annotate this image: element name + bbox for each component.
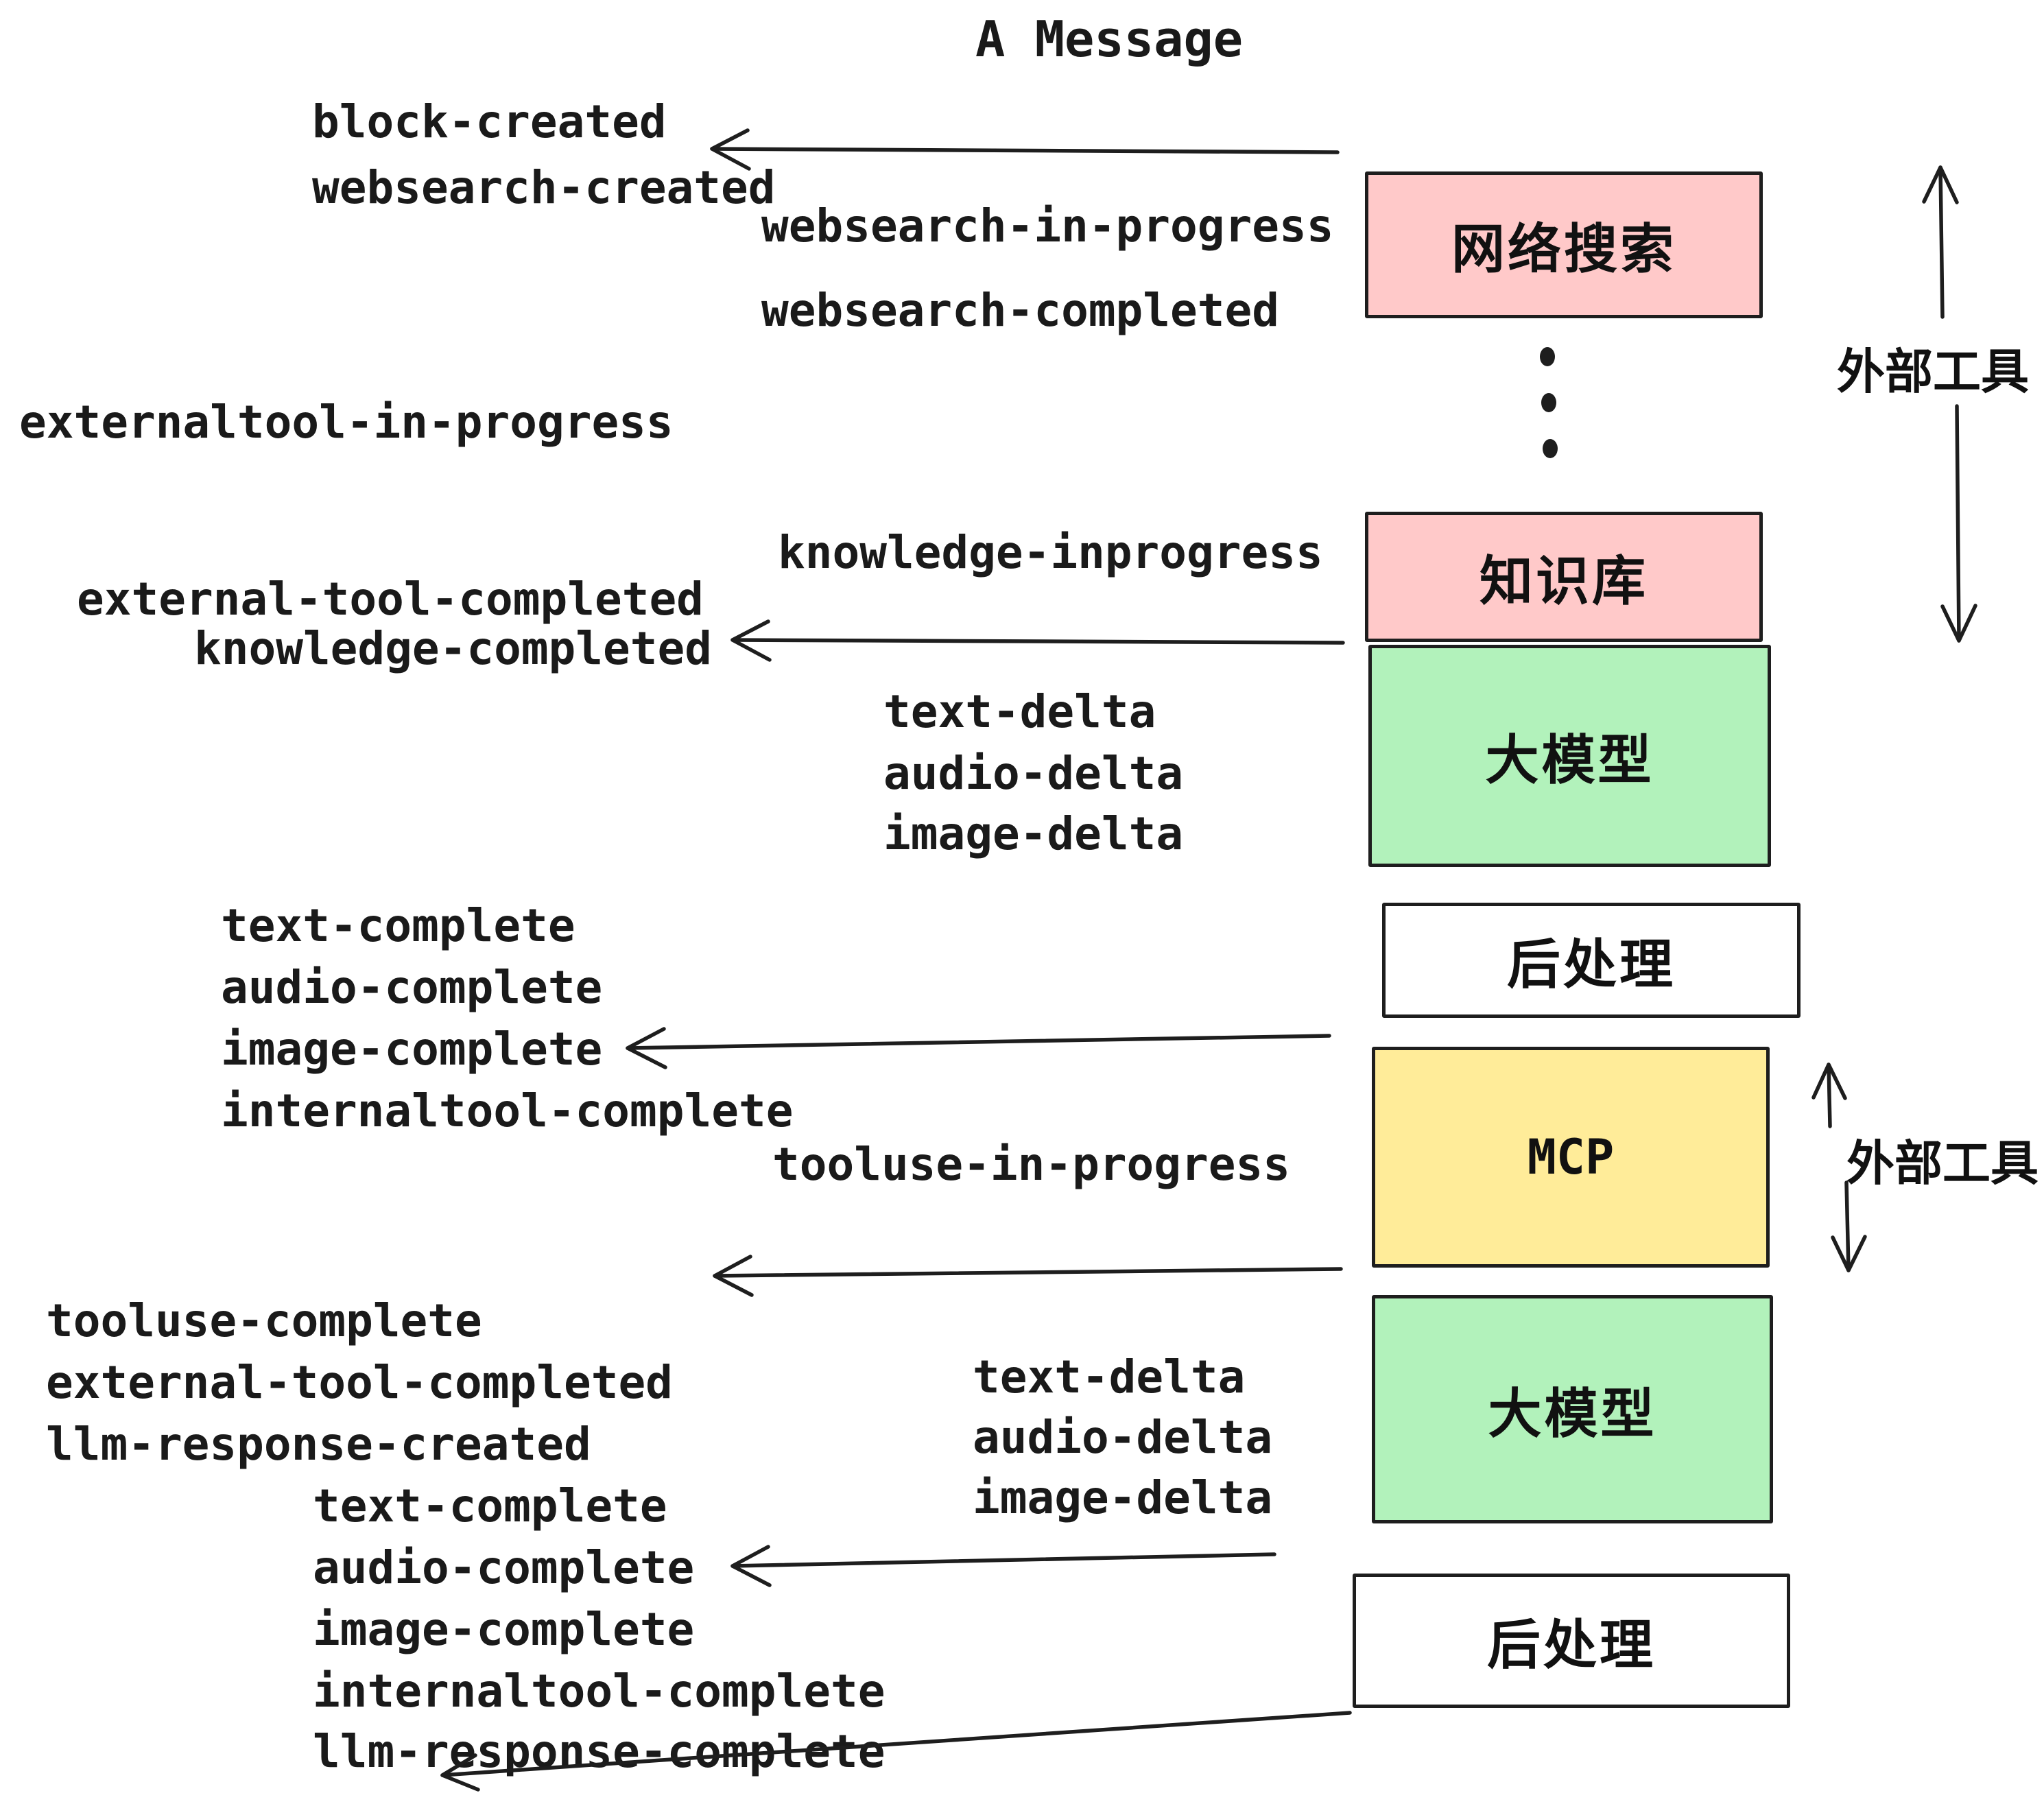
ellipsis-dots	[1540, 347, 1558, 458]
box-mcp: MCP	[1372, 1047, 1770, 1268]
event-knowledge-completed: knowledge-completed	[194, 622, 712, 675]
arrow-knowledge-completed	[730, 619, 1345, 662]
box-postprocess-2: 后处理	[1353, 1574, 1790, 1708]
event-image-complete-2: image-complete	[313, 1603, 695, 1656]
box-websearch: 网络搜索	[1365, 171, 1763, 318]
event-image-delta-2: image-delta	[973, 1471, 1273, 1524]
diagram-title: A Message	[975, 10, 1244, 68]
arrow-audio-complete	[730, 1545, 1276, 1587]
box-knowledge: 知识库	[1365, 512, 1763, 642]
event-websearch-in-progress: websearch-in-progress	[761, 200, 1334, 252]
event-internaltool-complete-1: internaltool-complete	[221, 1084, 794, 1137]
event-knowledge-inprogress: knowledge-inprogress	[778, 526, 1323, 579]
event-external-tool-completed: external-tool-completed	[77, 573, 704, 626]
box-knowledge-label: 知识库	[1479, 551, 1648, 611]
event-internaltool-complete-2: internaltool-complete	[313, 1665, 886, 1718]
arrow-image-complete	[626, 1027, 1331, 1069]
arrow-websearch-created	[710, 128, 1340, 171]
box-llm-1: 大模型	[1368, 645, 1771, 867]
event-image-delta-1: image-delta	[883, 807, 1184, 860]
event-text-complete-2: text-complete	[313, 1480, 667, 1532]
event-tooluse-complete: tooluse-complete	[46, 1294, 482, 1347]
event-llm-response-created: llm-response-created	[46, 1418, 591, 1471]
external-tools-label-1: 外部工具	[1837, 345, 2029, 399]
event-externaltool-in-progress: externaltool-in-progress	[19, 396, 674, 449]
event-audio-complete-2: audio-complete	[313, 1541, 695, 1594]
arrow-external-tools-1-up	[1922, 165, 1959, 319]
arrow-external-tools-2-up	[1811, 1063, 1847, 1128]
arrow-external-tools-2-down	[1831, 1180, 1867, 1272]
box-websearch-label: 网络搜索	[1451, 219, 1676, 279]
event-audio-delta-1: audio-delta	[883, 747, 1184, 800]
event-block-created: block-created	[312, 95, 667, 148]
event-audio-complete-1: audio-complete	[221, 961, 603, 1014]
event-websearch-created: websearch-created	[312, 161, 776, 214]
event-tooluse-in-progress: tooluse-in-progress	[772, 1138, 1290, 1191]
arrow-external-tools-1-down	[1940, 404, 1977, 643]
event-audio-delta-2: audio-delta	[973, 1411, 1273, 1464]
box-postprocess-1-label: 后处理	[1506, 934, 1676, 995]
event-text-delta-1: text-delta	[883, 685, 1156, 738]
arrow-tooluse-complete	[713, 1255, 1343, 1297]
box-llm-1-label: 大模型	[1485, 730, 1654, 790]
box-mcp-label: MCP	[1527, 1129, 1615, 1185]
event-external-tool-completed-2: external-tool-completed	[46, 1356, 673, 1409]
event-llm-response-complete: llm-response-complete	[313, 1725, 886, 1778]
box-llm-2: 大模型	[1372, 1295, 1773, 1523]
box-llm-2-label: 大模型	[1488, 1383, 1657, 1444]
event-text-complete-1: text-complete	[221, 899, 575, 952]
event-websearch-completed: websearch-completed	[761, 284, 1279, 337]
external-tools-label-2: 外部工具	[1846, 1137, 2039, 1190]
box-postprocess-2-label: 后处理	[1486, 1615, 1656, 1675]
box-postprocess-1: 后处理	[1382, 903, 1801, 1018]
event-text-delta-2: text-delta	[973, 1351, 1246, 1403]
event-image-complete-1: image-complete	[221, 1023, 603, 1076]
